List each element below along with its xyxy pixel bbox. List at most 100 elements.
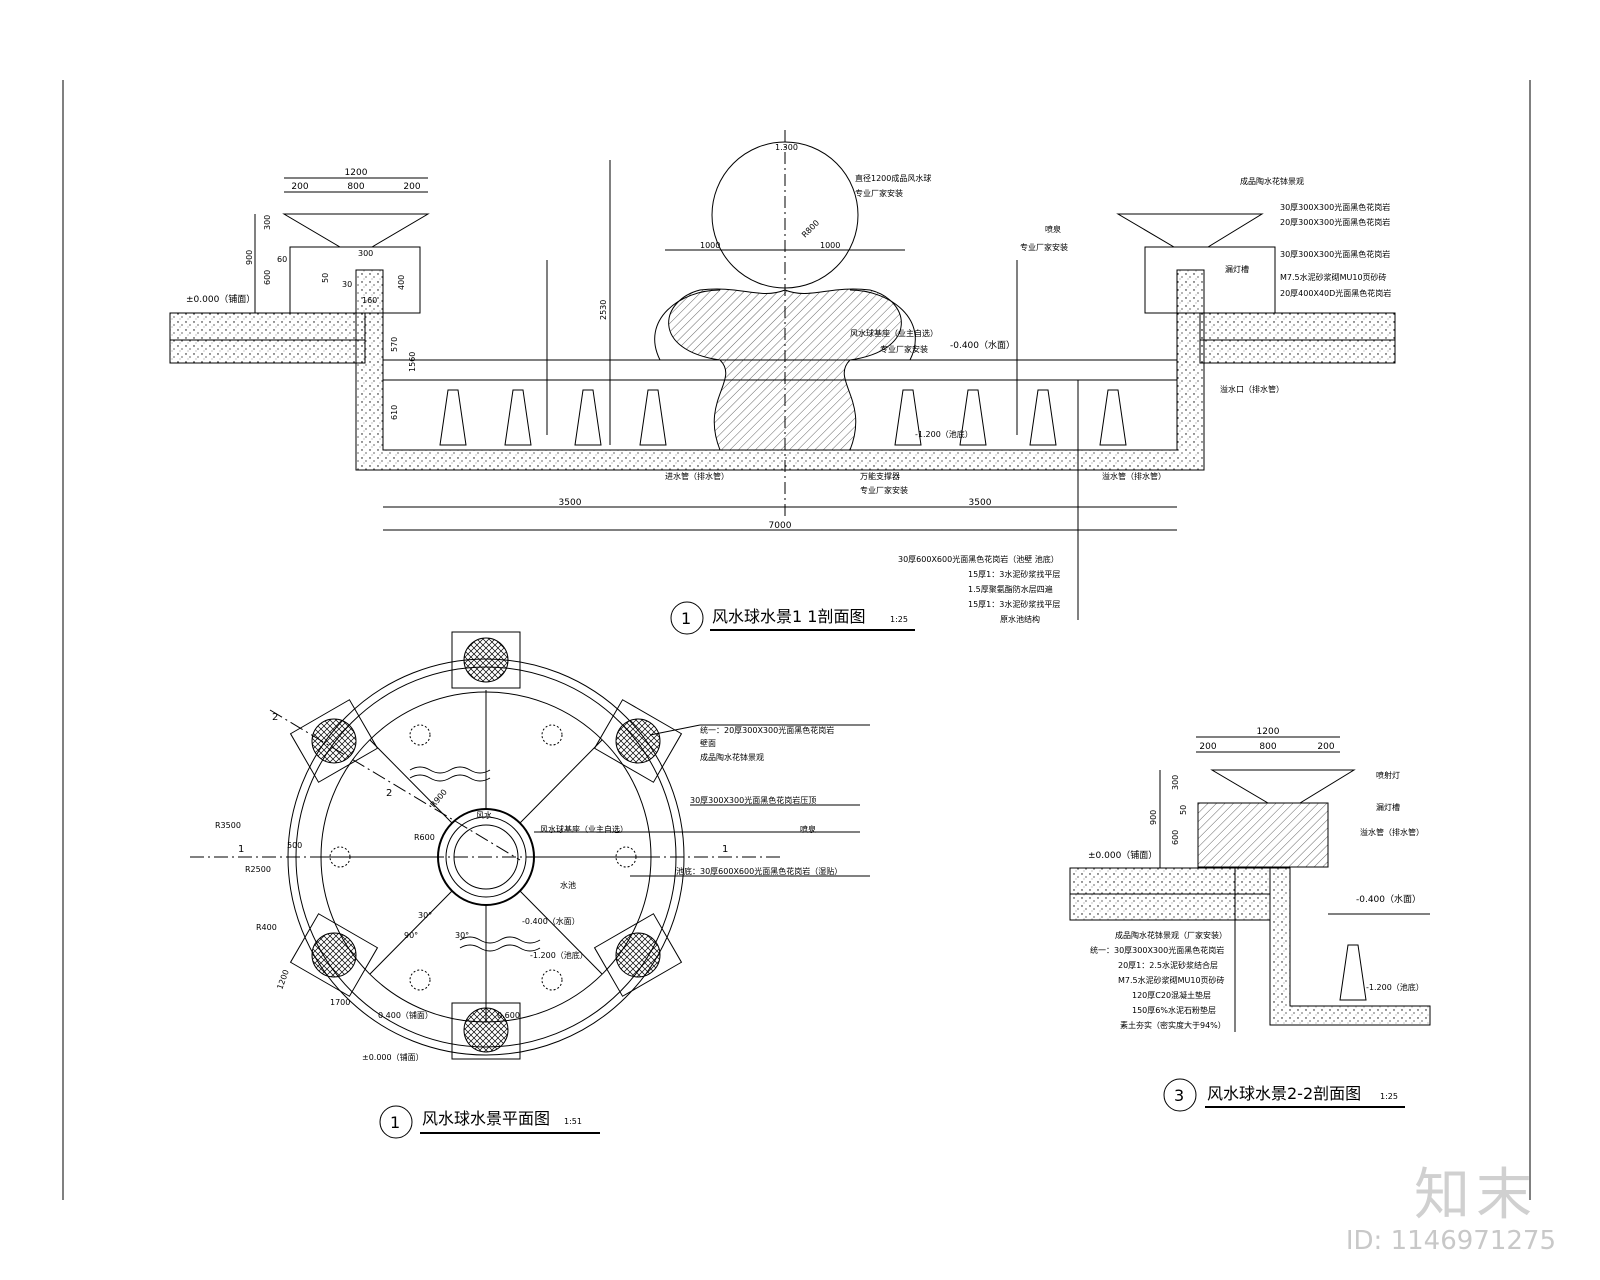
level-bottom: -1.200（池底） [915,429,973,439]
ground-left [169,312,366,364]
s2-dim-300: 300 [1171,775,1180,790]
s2-dim-right: 200 [1317,742,1334,752]
label-r4: 30厚300X300光面黑色花岗岩 [1280,249,1390,259]
layer-item: 15厚1：3水泥砂浆找平层 [968,569,1060,579]
s2-ground-top [1069,867,1271,895]
dim-50: 50 [321,273,330,283]
plan-level-ground: ±0.000（铺面） [362,1052,424,1062]
label-r6: 20厚400X40D光面黑色花岗岩 [1280,288,1391,298]
dim-600: 600 [263,270,272,285]
plan-r3500: R3500 [215,821,241,830]
label-support: 万能支撑器 [860,471,900,481]
layer-item: 15厚1：3水泥砂浆找平层 [968,599,1060,609]
plan-view: 1 1 2 2 [190,631,870,1139]
dim-1300: 1.300 [775,143,798,152]
s2-dim-left: 200 [1199,742,1216,752]
label-support-install: 专业厂家安装 [860,485,908,495]
s2-dim-50: 50 [1179,805,1188,815]
image-id: ID: 1146971275 [1345,1226,1556,1256]
dim-900: 900 [245,250,254,265]
label-jet-install: 专业厂家安装 [1020,242,1068,252]
plan-r600: R600 [414,833,435,842]
plan-title: 风水球水景平面图 [422,1109,550,1128]
dim-300: 300 [263,215,272,230]
s2-layer-item: 20厚1：2.5水泥砂浆结合层 [1118,960,1218,970]
plan-callout: 风水球基座（业主自选） [540,824,628,834]
cut-label-2-left: 2 [272,712,278,723]
plan-level-bottom: -1.200（池底） [530,950,588,960]
plan-callout: 统一：20厚300X300光面黑色花岗岩 [700,725,834,735]
s2-dim-total: 1200 [1257,727,1280,737]
plan-callout: 壁面 [700,738,716,748]
plan-r900: R900 [429,788,449,810]
plan-angle-90: 90° [404,931,418,940]
plan-d1700: 1700 [330,998,350,1007]
dim-400: 400 [397,275,406,290]
s2-ground-base [1069,893,1271,921]
section-1-1: 3500 3500 7000 1200 200 800 200 300 900 … [169,130,1396,635]
label-light: 漏灯槽 [1225,264,1249,274]
label-base: 风水球基座（业主自选） [850,328,938,338]
cut-label-1-left: 1 [238,844,244,855]
dim-60: 60 [277,255,287,264]
s2-layer-item: 150厚6%水泥石粉垫层 [1132,1005,1216,1015]
plan-callout: 池底：30厚600X600光面黑色花岗岩（湿贴） [676,866,842,876]
s2-bowl [1210,769,1356,804]
s2-level-ground: ±0.000（铺面） [1088,849,1157,861]
ground-right [1199,312,1396,364]
s2-pillar [1197,802,1329,868]
s2-dim-900: 900 [1149,810,1158,825]
level-water: -0.400（水面） [950,339,1015,351]
label-r3: 20厚300X300光面黑色花岗岩 [1280,217,1390,227]
dim-total: 7000 [769,521,792,531]
s2-level-bottom: -1.200（池底） [1366,982,1424,992]
brand-watermark: 知末 [1414,1163,1538,1228]
dim-half-right: 3500 [969,498,992,508]
plan-level-a: 0.400（铺面） [378,1010,433,1020]
label-base-install: 专业厂家安装 [880,344,928,354]
dim-300b: 300 [358,249,373,258]
section2-scale: 1:25 [1380,1092,1398,1101]
s2-dim-600: 600 [1171,830,1180,845]
plan-callout: 30厚300X300光面黑色花岗岩压顶 [690,795,816,805]
level-ground: ±0.000（铺面） [186,293,255,305]
plan-d1200: 1200 [275,968,290,990]
dim-160: 160 [362,296,377,305]
pool-shell [355,269,1205,471]
dim-610: 610 [390,405,399,420]
plan-angle-30b: 30° [455,931,469,940]
title-bubble-1 [670,601,704,635]
title-number-1: 1 [681,609,691,628]
s2-layer-item: 120厚C20混凝土垫层 [1132,990,1211,1000]
plan-d500: 500 [287,841,302,850]
dim-2530: 2530 [599,300,608,320]
label-ball: 直径1200成品风水球 [855,173,931,183]
bowl-left [282,213,430,248]
dim-1000a: 1000 [700,241,720,250]
label-ball-install: 专业厂家安装 [855,188,903,198]
cut-label-2-right: 2 [386,788,392,799]
cut-label-1-right: 1 [722,844,728,855]
dim-r800: R800 [800,218,821,239]
s2-level-water: -0.400（水面） [1356,893,1421,905]
plan-scale: 1:51 [564,1117,582,1126]
bowl-right [1116,213,1264,248]
s2-layer-item: 统一：30厚300X300光面黑色花岗岩 [1090,945,1224,955]
label-r1: 成品陶水花钵景观 [1240,176,1304,186]
label-jet: 喷泉 [1045,224,1061,234]
label-drain: 溢水口（排水管） [1220,384,1284,394]
s2-label-jet: 喷射灯 [1376,770,1400,780]
plan-r400: R400 [256,923,277,932]
dim-30: 30 [342,280,352,289]
s2-pedestal [1339,944,1367,1001]
plan-callouts: 统一：20厚300X300光面黑色花岗岩 壁面 成品陶水花钵景观 30厚300X… [534,724,870,877]
label-outlet: 溢水管（排水管） [1102,471,1166,481]
section1-layers: 30厚600X600光面黑色花岗岩（池壁 池底） 15厚1：3水泥砂浆找平层 1… [898,554,1060,624]
plan-angle-30a: 30° [418,911,432,920]
s2-label-outlet: 溢水管（排水管） [1360,827,1424,837]
s2-pool-wall [1269,867,1431,1026]
pedestals [439,389,1127,446]
layer-item: 原水池结构 [1000,614,1040,624]
plan-level-b: 0.600 [497,1011,520,1020]
